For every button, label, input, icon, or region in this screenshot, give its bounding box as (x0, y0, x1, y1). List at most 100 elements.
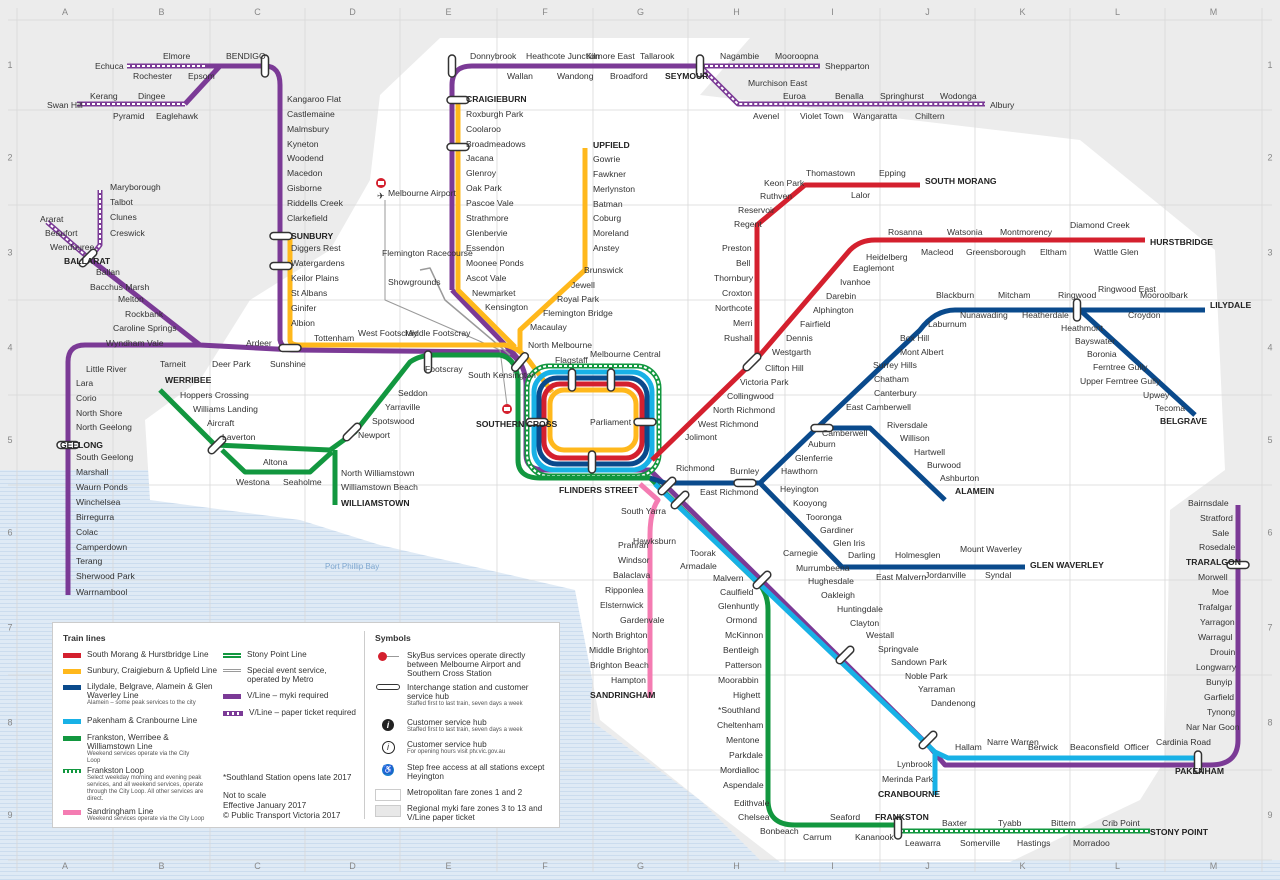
station-label[interactable]: Footscray (425, 364, 463, 374)
station-label[interactable]: Syndal (985, 570, 1011, 580)
station-label[interactable]: Burwood (927, 460, 961, 470)
station-label[interactable]: Epsom (188, 71, 215, 81)
station-label[interactable]: Richmond (676, 463, 715, 473)
interchange-station-marker[interactable] (752, 570, 773, 591)
station-label[interactable]: Thornbury (714, 273, 754, 283)
station-label[interactable]: Pascoe Vale (466, 198, 514, 208)
station-label[interactable]: Mooroopna (775, 51, 819, 61)
station-label[interactable]: BELGRAVE (1160, 416, 1207, 426)
station-label[interactable]: Ascot Vale (466, 273, 507, 283)
station-label[interactable]: Cheltenham (717, 720, 763, 730)
station-label[interactable]: SOUTHERN CROSS (476, 419, 557, 429)
station-label[interactable]: Heidelberg (866, 252, 908, 262)
interchange-station-marker[interactable] (525, 417, 549, 427)
interchange-station-marker[interactable] (918, 730, 939, 751)
station-label[interactable]: Longwarry (1196, 662, 1237, 672)
station-label[interactable]: Kerang (90, 91, 118, 101)
station-label[interactable]: Kooyong (793, 498, 827, 508)
station-label[interactable]: Westgarth (772, 347, 811, 357)
station-label[interactable]: Tallarook (640, 51, 675, 61)
station-label[interactable]: PAKENHAM (1175, 766, 1224, 776)
station-label[interactable]: Caulfield (720, 587, 754, 597)
station-label[interactable]: Morradoo (1073, 838, 1110, 848)
interchange-station-marker[interactable] (510, 351, 530, 372)
station-label[interactable]: Rushall (724, 333, 753, 343)
station-label[interactable]: Marshall (76, 467, 109, 477)
station-label[interactable]: Corio (76, 393, 97, 403)
station-label[interactable]: Bacchus Marsh (90, 282, 149, 292)
station-label[interactable]: Wyndham Vale (106, 338, 164, 348)
station-label[interactable]: Crib Point (1102, 818, 1140, 828)
station-label[interactable]: Riversdale (887, 420, 928, 430)
station-label[interactable]: SEYMOUR (665, 71, 709, 81)
station-label[interactable]: Merri (733, 318, 753, 328)
station-label[interactable]: Fairfield (800, 319, 831, 329)
station-label[interactable]: Darling (848, 550, 875, 560)
station-label[interactable]: Glenhuntly (718, 601, 760, 611)
station-label[interactable]: Ballan (96, 267, 120, 277)
station-label[interactable]: Beaufort (45, 228, 78, 238)
station-label[interactable]: Elsternwick (600, 600, 644, 610)
station-label[interactable]: Upwey (1143, 390, 1170, 400)
station-label[interactable]: Beaconsfield (1070, 742, 1119, 752)
station-label[interactable]: North Williamstown (341, 468, 415, 478)
station-label[interactable]: Noble Park (905, 671, 948, 681)
interchange-station-marker[interactable] (567, 368, 577, 392)
station-label[interactable]: Bentleigh (723, 645, 759, 655)
station-label[interactable]: Heyington (780, 484, 819, 494)
station-label[interactable]: Garfield (1204, 692, 1234, 702)
station-label[interactable]: Terang (76, 556, 102, 566)
station-label[interactable]: Stratford (1200, 513, 1233, 523)
station-label[interactable]: Highett (733, 690, 761, 700)
station-label[interactable]: Yarraman (918, 684, 955, 694)
station-label[interactable]: Patterson (725, 660, 762, 670)
station-label[interactable]: Flagstaff (555, 355, 588, 365)
station-label[interactable]: Murchison East (748, 78, 808, 88)
station-label[interactable]: Oak Park (466, 183, 503, 193)
station-label[interactable]: Benalla (835, 91, 864, 101)
station-label[interactable]: Euroa (783, 91, 806, 101)
interchange-station-marker[interactable] (446, 95, 470, 105)
station-label[interactable]: Wallan (507, 71, 533, 81)
station-label[interactable]: WERRIBEE (165, 375, 212, 385)
station-label[interactable]: Ferntree Gully (1093, 362, 1148, 372)
station-label[interactable]: Newport (358, 430, 391, 440)
station-label[interactable]: Laverton (222, 432, 256, 442)
station-label[interactable]: Ringwood (1058, 290, 1096, 300)
station-label[interactable]: Parkdale (729, 750, 763, 760)
station-label[interactable]: Balaclava (613, 570, 650, 580)
station-label[interactable]: FRANKSTON (875, 812, 929, 822)
station-label[interactable]: Moreland (593, 228, 629, 238)
station-label[interactable]: South Yarra (621, 506, 666, 516)
interchange-station-marker[interactable] (278, 343, 302, 353)
station-label[interactable]: Parliament (590, 417, 632, 427)
station-label[interactable]: Hallam (955, 742, 982, 752)
station-label[interactable]: GEELONG (60, 440, 103, 450)
station-label[interactable]: Alphington (813, 305, 854, 315)
station-label[interactable]: Fawkner (593, 169, 626, 179)
station-label[interactable]: Heatherdale (1022, 310, 1069, 320)
station-label[interactable]: Nar Nar Goon (1186, 722, 1240, 732)
station-label[interactable]: Croxton (722, 288, 752, 298)
station-label[interactable]: Gardiner (820, 525, 854, 535)
station-label[interactable]: Altona (263, 457, 288, 467)
interchange-station-marker[interactable] (657, 476, 678, 497)
station-label[interactable]: Elmore (163, 51, 190, 61)
station-label[interactable]: Brighton Beach (590, 660, 649, 670)
station-label[interactable]: Wattle Glen (1094, 247, 1139, 257)
station-label[interactable]: Watergardens (291, 258, 345, 268)
station-label[interactable]: Wodonga (940, 91, 977, 101)
interchange-station-marker[interactable] (207, 435, 228, 456)
station-label[interactable]: Rosedale (1199, 542, 1236, 552)
station-label[interactable]: Gisborne (287, 183, 322, 193)
station-label[interactable]: Carrum (803, 832, 832, 842)
station-label[interactable]: HURSTBRIDGE (1150, 237, 1213, 247)
station-label[interactable]: Bairnsdale (1188, 498, 1229, 508)
station-label[interactable]: Newmarket (472, 288, 516, 298)
station-label[interactable]: South Geelong (76, 452, 134, 462)
station-label[interactable]: Glenroy (466, 168, 497, 178)
station-label[interactable]: St Albans (291, 288, 327, 298)
interchange-station-marker[interactable] (695, 54, 705, 78)
station-label[interactable]: Tyabb (998, 818, 1022, 828)
station-label[interactable]: Macleod (921, 247, 954, 257)
